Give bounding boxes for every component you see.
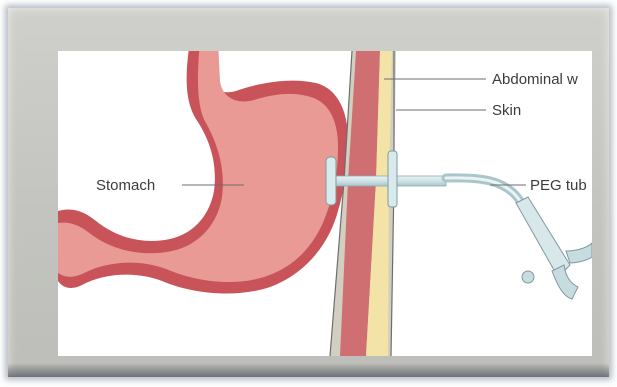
external-fixation-plate [388, 151, 397, 207]
abdominal-wall-label: Abdominal w [492, 71, 578, 88]
peg-tube-port [552, 265, 578, 299]
peg-tube-diagram: Abdominal w Skin Stomach PEG tub [58, 51, 592, 356]
stomach-label: Stomach [96, 177, 155, 194]
skin-label: Skin [492, 102, 521, 119]
picture-frame: Abdominal w Skin Stomach PEG tub [8, 8, 609, 377]
peg-tube-connector-icon [516, 197, 570, 277]
peg-tube-branch [566, 243, 592, 263]
peg-tube-clamp [522, 271, 534, 283]
diagram-panel: Abdominal w Skin Stomach PEG tub [58, 51, 592, 356]
peg-tube-label: PEG tub [530, 177, 587, 194]
bumper-icon [326, 157, 336, 205]
